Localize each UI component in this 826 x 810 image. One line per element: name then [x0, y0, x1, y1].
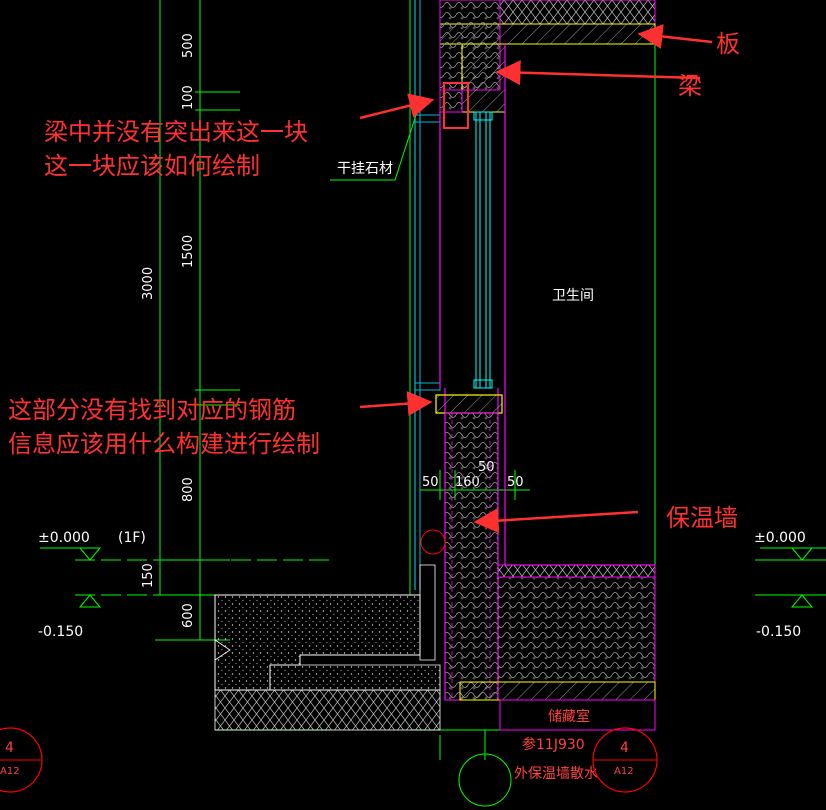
floor-tag: (1F) [118, 530, 146, 546]
reference-label: 参11J930 [522, 736, 585, 753]
annotation-beam-question-1: 梁中并没有突出来这一块 [44, 118, 308, 146]
dim-50-left: 50 [422, 475, 439, 490]
elevation-right-bottom: -0.150 [756, 624, 801, 640]
annotation-beam: 梁 [678, 72, 702, 100]
exterior-paving [214, 564, 441, 731]
annotation-insulation-wall: 保温墙 [666, 504, 738, 532]
annotation-beam-question-2: 这一块应该如何绘制 [44, 152, 260, 180]
annotation-rebar-question-1: 这部分没有找到对应的钢筋 [8, 396, 296, 424]
elevation-left-top: ±0.000 [38, 530, 90, 546]
storage-label: 储藏室 [548, 708, 590, 725]
beam-highlight-box [443, 82, 469, 129]
grid-left-number: 4 [5, 740, 14, 756]
dim-1500: 1500 [181, 235, 196, 268]
elevation-left-bottom: -0.150 [38, 624, 83, 640]
outer-insulation-label: 外保温墙散水 [514, 766, 598, 782]
dim-50-right: 50 [507, 475, 524, 490]
detail-callout-circle [420, 529, 446, 555]
grid-mark-right: 4 A12 [592, 727, 658, 793]
ground-floor-slab [459, 564, 656, 701]
annotation-arrows [359, 24, 713, 534]
grid-right-number: 4 [620, 740, 629, 756]
grid-mark-left: 4 A12 [0, 727, 43, 793]
annotation-slab: 板 [716, 30, 740, 58]
insulation-wall-body [444, 412, 499, 701]
bathroom-label: 卫生间 [552, 288, 594, 304]
dim-500: 500 [181, 33, 196, 58]
dim-150: 150 [141, 563, 156, 588]
dry-stone-leader [330, 114, 417, 181]
dim-800: 800 [181, 477, 196, 502]
axis-bubble [458, 753, 512, 807]
window-glass [473, 111, 493, 389]
dry-stone-label: 干挂石材 [337, 161, 393, 177]
elevation-marker-right [760, 547, 826, 608]
elevation-right-top: ±0.000 [754, 530, 806, 546]
grid-left-sheet: A12 [0, 766, 20, 777]
dim-3000: 3000 [141, 267, 156, 300]
beam [439, 43, 506, 113]
stone-facade [414, 0, 441, 590]
window-sill-bar [435, 394, 503, 414]
grid-right-sheet: A12 [614, 766, 634, 777]
vertical-dimensions: 500 100 1500 3000 800 150 600 [141, 33, 196, 628]
dim-100: 100 [181, 85, 196, 110]
annotation-rebar-question-2: 信息应该用什么构建进行绘制 [8, 430, 320, 458]
elevation-marker-left [40, 547, 102, 608]
dim-600: 600 [181, 603, 196, 628]
